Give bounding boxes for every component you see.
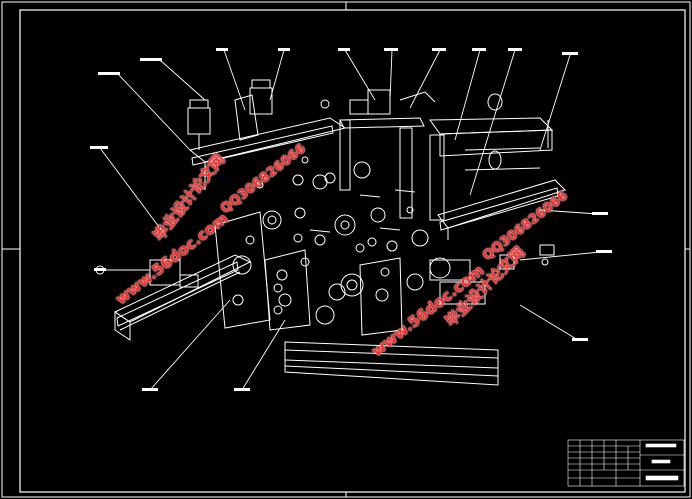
machine-assembly — [95, 79, 566, 386]
title-block — [567, 439, 685, 487]
callout-leaders — [99, 49, 601, 391]
callout-labels — [90, 48, 612, 391]
